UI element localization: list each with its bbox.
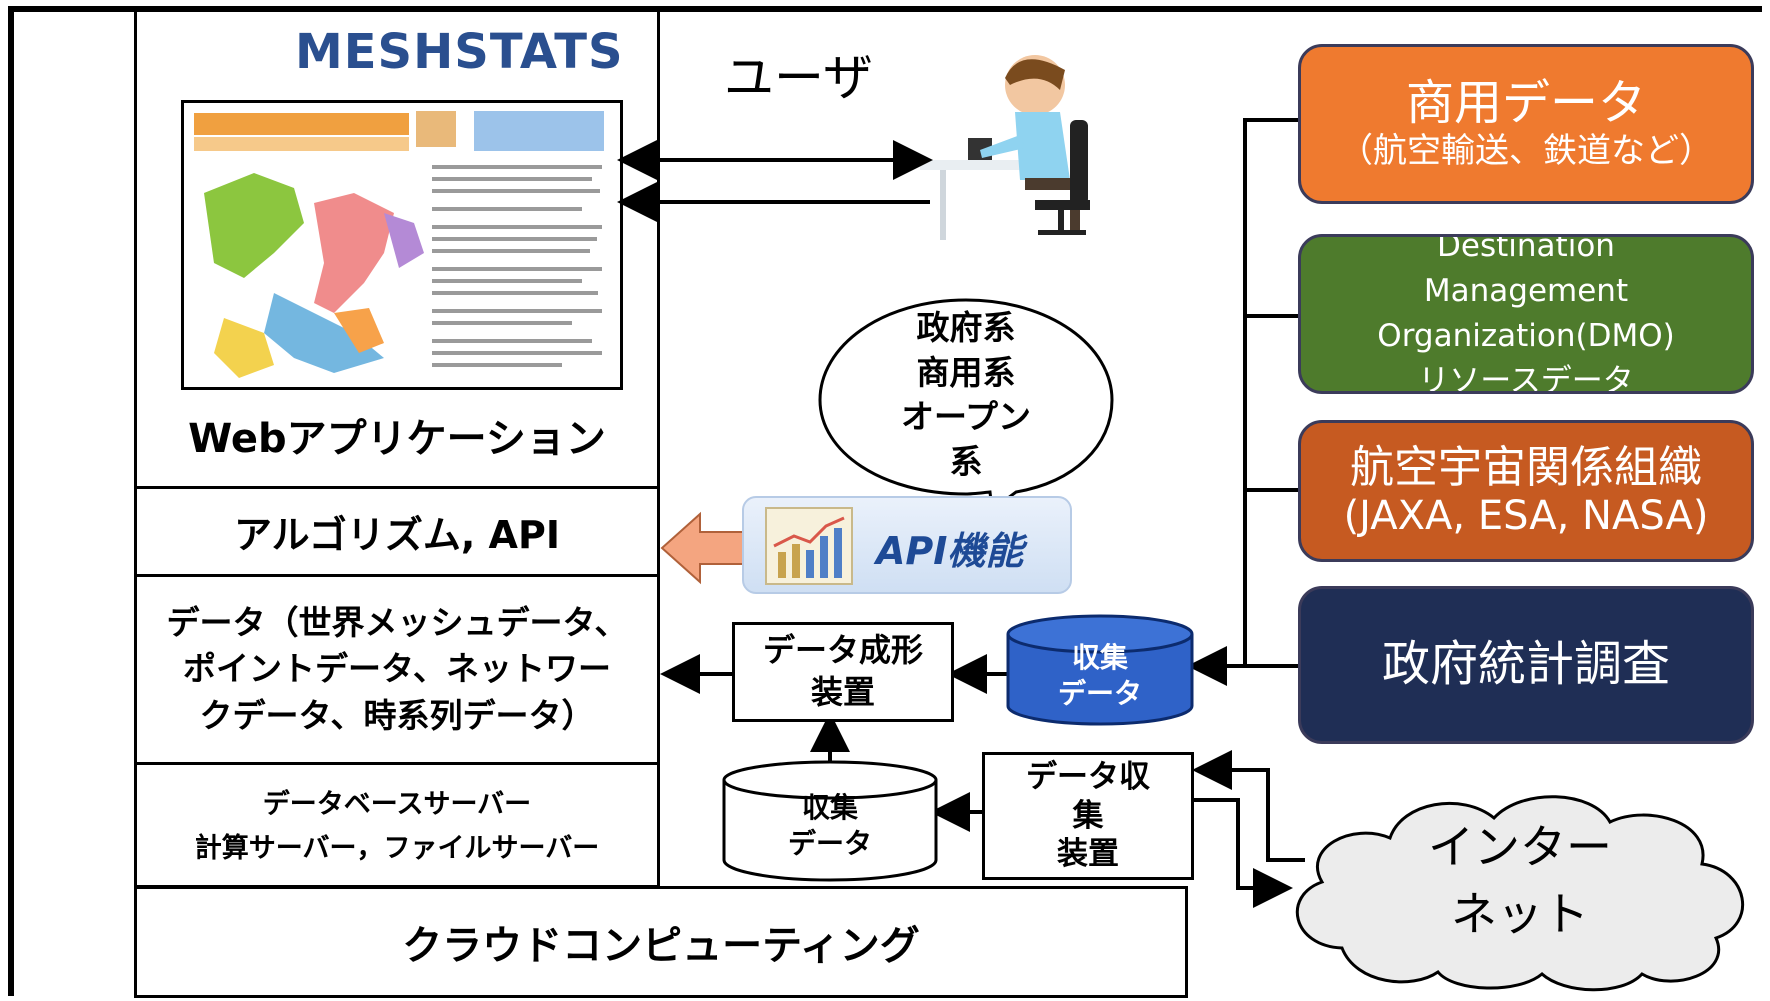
dmo-line-2: Management	[1423, 273, 1629, 310]
commercial-subtitle: （航空輸送、鉄道など）	[1339, 131, 1713, 172]
server-line-1: データベースサーバー	[262, 789, 532, 821]
bubble-line-2: 商用系	[916, 352, 1016, 392]
bubble-line-3: オープン	[900, 397, 1032, 437]
data-layer-line-2: ポイントデータ、ネットワー	[182, 649, 611, 689]
aerospace-subtitle: (JAXA, ESA, NASA)	[1343, 493, 1709, 540]
user-label: ユーザ	[724, 49, 873, 107]
arrow-collector-to-internet	[1190, 798, 1293, 908]
algorithm-layer: アルゴリズム, API	[137, 486, 657, 574]
cloud-computing-base: クラウドコンピューティング	[134, 886, 1188, 998]
source-aerospace-organizations: 航空宇宙関係組織 (JAXA, ESA, NASA)	[1298, 420, 1754, 562]
speech-bubble	[818, 298, 1114, 513]
shaping-line-2: 装置	[810, 673, 875, 711]
cloud-label: クラウドコンピューティング	[402, 923, 920, 969]
internet-line-1: インター	[1428, 820, 1612, 874]
data-layer-line-3: クデータ、時系列データ）	[199, 695, 595, 735]
dmo-line-3: Organization(DMO)	[1377, 318, 1675, 354]
source-commercial-data: 商用データ （航空輸送、鉄道など）	[1298, 44, 1754, 204]
user-icon	[920, 55, 1090, 240]
data-shaping-device: データ成形 装置	[732, 622, 954, 722]
collected-data-top-cylinder	[1006, 614, 1194, 726]
bubble-line-1: 政府系	[916, 308, 1016, 347]
collected-bottom-line-2: データ	[787, 827, 872, 861]
chart-icon	[765, 507, 853, 585]
webapp-label: Webアプリケーション	[188, 416, 606, 462]
internet-cloud-icon	[1295, 795, 1744, 992]
api-function-label: API機能	[876, 529, 1024, 573]
japan-map-thumbnail	[184, 103, 620, 387]
bubble-line-4: 系	[949, 441, 983, 481]
source-government-statistics: 政府統計調査	[1298, 586, 1754, 744]
collector-line-3: 装置	[1057, 836, 1119, 873]
algorithm-label: アルゴリズム, API	[234, 513, 560, 557]
api-arrow	[660, 511, 749, 585]
collected-data-bottom-cylinder	[722, 760, 938, 882]
dmo-line-4: リソースデータ	[1418, 362, 1634, 394]
server-line-2: 計算サーバー，ファイルサーバー	[194, 832, 600, 864]
collected-bottom-line-1: 収集	[801, 791, 858, 824]
source-dmo-data: Destination Management Organization(DMO)…	[1298, 234, 1754, 394]
government-title: 政府統計調査	[1381, 636, 1670, 693]
collector-line-1: データ収	[1026, 758, 1150, 795]
collected-top-text: 収集 データ	[1004, 640, 1196, 713]
collected-top-line-1: 収集	[1071, 641, 1128, 674]
data-layer-line-1: データ（世界メッシュデータ、	[166, 603, 628, 643]
collected-bottom-text: 収集 データ	[720, 790, 940, 863]
data-layer: データ（世界メッシュデータ、 ポイントデータ、ネットワー クデータ、時系列データ…	[137, 574, 657, 762]
bubble-text: 政府系 商用系 オープン 系	[852, 306, 1080, 484]
arrow-internet-to-collector	[1192, 750, 1305, 862]
app-title: MESHSTATS	[295, 24, 624, 80]
collected-top-line-2: データ	[1057, 677, 1142, 711]
diagram-frame	[8, 6, 1762, 996]
web-screenshot	[181, 100, 623, 390]
system-stack: MESHSTATS Webア	[134, 10, 660, 888]
internet-line-2: ネット	[1451, 886, 1589, 941]
dmo-line-1: Destination	[1437, 234, 1615, 265]
commercial-title: 商用データ	[1405, 75, 1646, 131]
collector-line-2: 集	[1072, 797, 1104, 834]
data-collection-device: データ収 集 装置	[982, 752, 1194, 880]
aerospace-title: 航空宇宙関係組織	[1350, 441, 1702, 493]
internet-text: インター ネット	[1330, 814, 1710, 947]
shaping-line-1: データ成形	[762, 631, 923, 670]
server-layer: データベースサーバー 計算サーバー，ファイルサーバー	[137, 762, 657, 888]
source-bus	[1243, 118, 1300, 668]
